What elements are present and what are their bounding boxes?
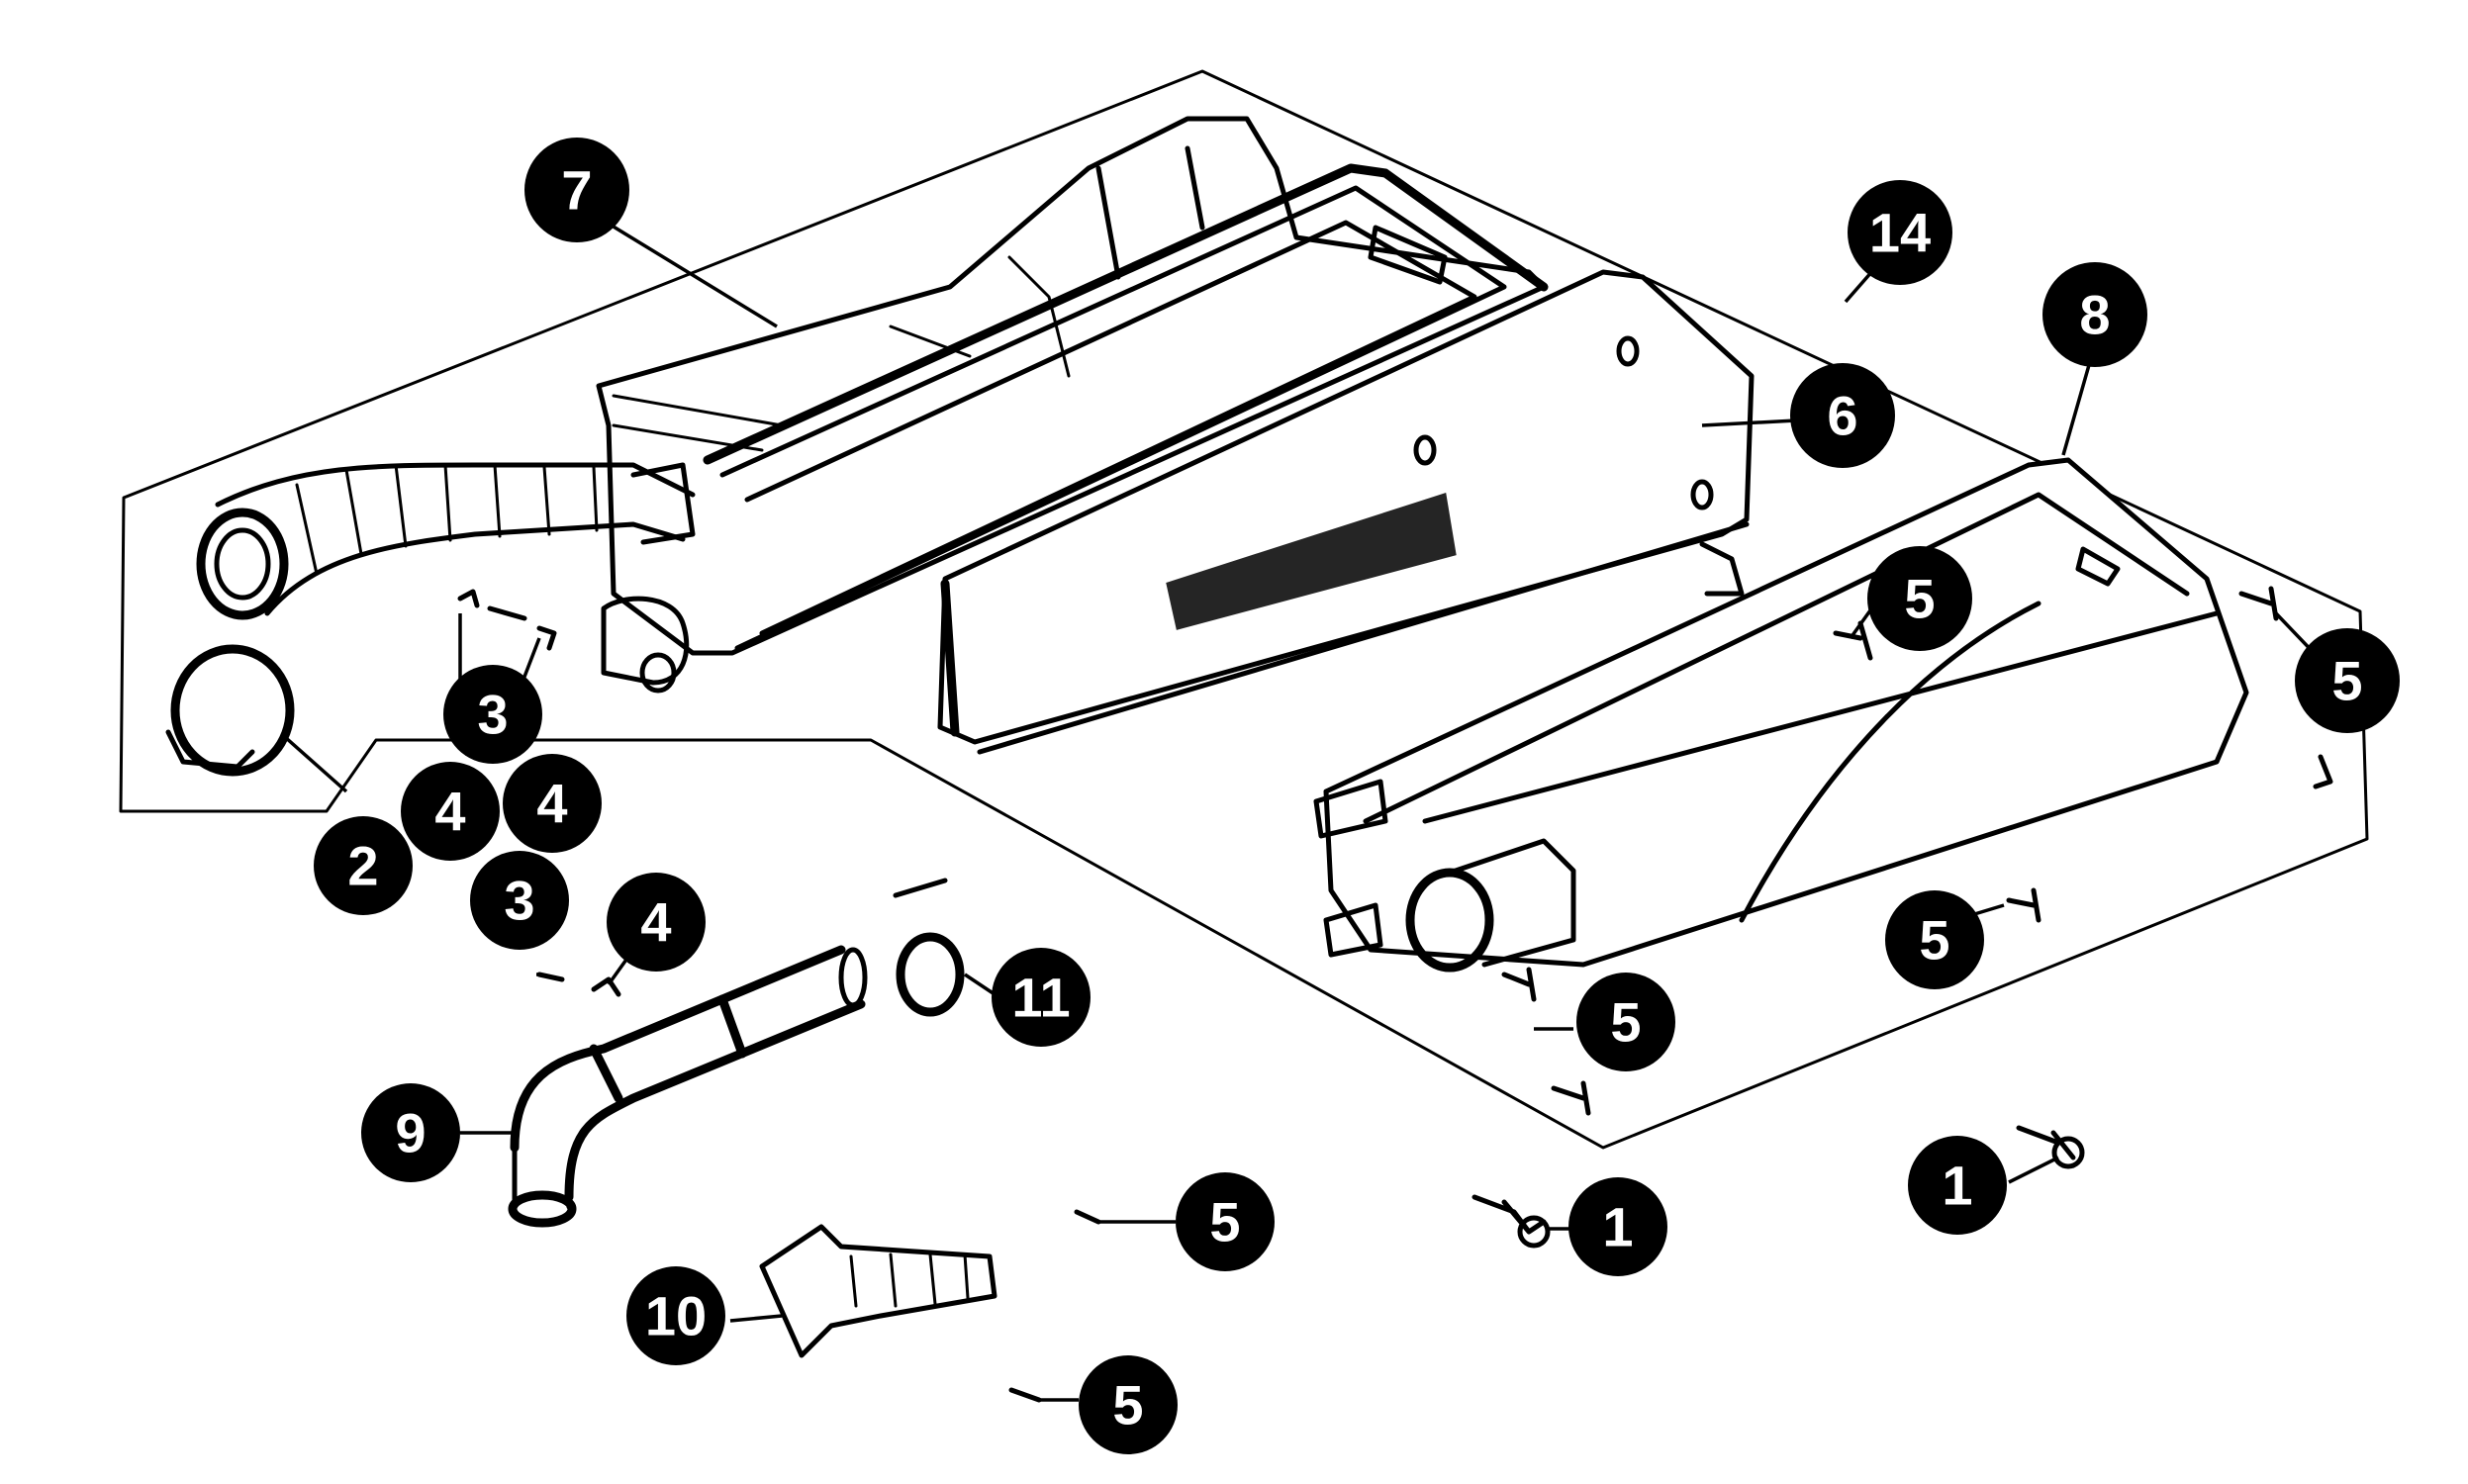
screws	[1008, 586, 2333, 1403]
callout-2: 2	[314, 816, 413, 915]
svg-text:3: 3	[504, 870, 534, 932]
callout-14: 14	[1848, 180, 1952, 285]
svg-text:5: 5	[1904, 568, 1935, 630]
callout-5-e: 5	[1176, 1172, 1275, 1271]
callout-5-a: 5	[1867, 546, 1972, 651]
filter-mesh	[1166, 493, 1457, 630]
svg-text:2: 2	[347, 835, 378, 897]
hose-clamp	[165, 644, 295, 777]
air-box-cover	[1313, 457, 2249, 973]
svg-text:1: 1	[1942, 1155, 1972, 1217]
svg-text:4: 4	[640, 891, 671, 954]
svg-text:5: 5	[2331, 650, 2362, 712]
assembly-outline	[119, 69, 2369, 1150]
breather-tube	[759, 1224, 997, 1358]
svg-text:1: 1	[1602, 1196, 1633, 1258]
svg-text:6: 6	[1827, 385, 1857, 447]
callout-7: 7	[524, 138, 629, 242]
svg-text:5: 5	[1610, 991, 1641, 1054]
hose-clip	[893, 878, 965, 1017]
callout-11: 11	[992, 948, 1091, 1047]
bolts	[1471, 1125, 2085, 1249]
callout-10: 10	[626, 1266, 725, 1365]
callout-4-c: 4	[607, 873, 706, 972]
callout-5-c: 5	[1885, 890, 1984, 989]
callout-5-d: 5	[1576, 973, 1675, 1071]
svg-text:5: 5	[1919, 909, 1949, 972]
callout-3-b: 3	[470, 851, 569, 950]
callout-1-a: 1	[1568, 1177, 1667, 1276]
small-clips	[457, 589, 621, 997]
callout-3-a: 3	[443, 665, 542, 764]
callout-5-f: 5	[1079, 1355, 1178, 1454]
callout-9: 9	[361, 1083, 460, 1182]
svg-text:4: 4	[434, 781, 465, 843]
svg-text:8: 8	[2079, 284, 2110, 346]
svg-text:4: 4	[536, 773, 567, 835]
callout-8: 8	[2042, 262, 2147, 367]
callout-6: 6	[1790, 363, 1895, 468]
air-box-housing	[596, 116, 1549, 694]
intake-duct	[196, 462, 696, 620]
callout-4-b: 4	[503, 754, 602, 853]
air-filter-element	[937, 269, 1755, 755]
callout-4-a: 4	[401, 762, 500, 861]
drain-hose	[508, 945, 868, 1228]
svg-text:5: 5	[1209, 1191, 1240, 1253]
svg-text:10: 10	[645, 1285, 707, 1347]
svg-text:5: 5	[1112, 1374, 1143, 1437]
svg-text:9: 9	[395, 1102, 426, 1164]
svg-text:7: 7	[561, 159, 592, 222]
svg-text:11: 11	[1011, 967, 1070, 1029]
callout-5-b: 5	[2295, 628, 2400, 733]
callout-1-b: 1	[1908, 1136, 2007, 1235]
svg-text:14: 14	[1869, 202, 1931, 264]
svg-text:3: 3	[477, 684, 508, 746]
